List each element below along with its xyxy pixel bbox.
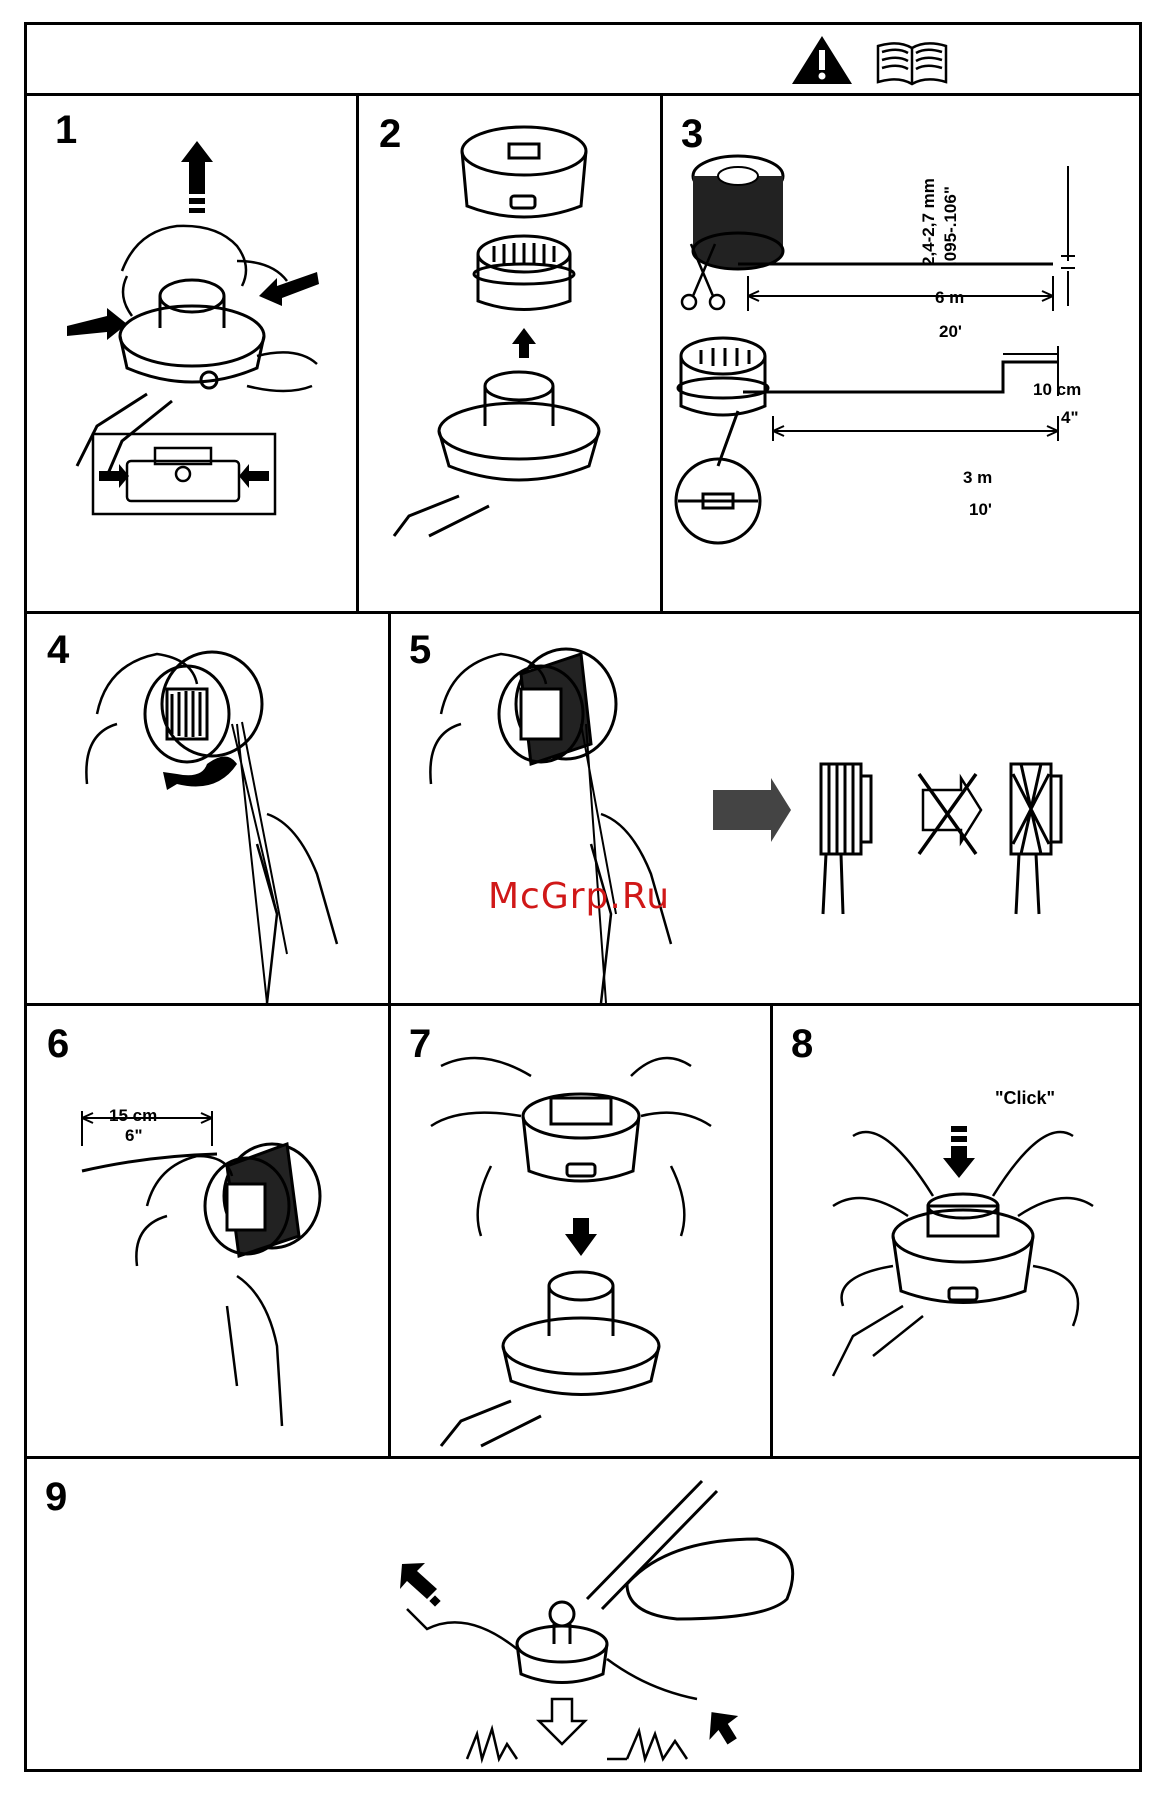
thickness-mm-label: 2,4-2,7 mm — [919, 178, 939, 266]
step-1-panel: 1 — [27, 96, 356, 611]
header-icons — [790, 32, 960, 88]
step-5-panel: 5 — [391, 614, 1139, 1003]
step-9-panel: 9 — [27, 1459, 1139, 1769]
offset-in-label: 4" — [1061, 408, 1079, 428]
half-ft-label: 10' — [969, 500, 992, 520]
cm-label: 15 cm — [109, 1106, 157, 1126]
dimension-6m — [748, 276, 1053, 311]
base — [394, 372, 599, 536]
right-arrow-icon — [713, 778, 791, 842]
step-7-panel: 7 — [391, 1006, 770, 1456]
head-assembled — [523, 1094, 639, 1181]
step-2-panel: 2 — [359, 96, 660, 611]
up-arrow-icon — [181, 141, 213, 213]
spool-wound — [499, 649, 616, 764]
manual-book-icon — [878, 43, 946, 84]
detail-circle — [676, 411, 760, 543]
step-1-illustration — [27, 96, 356, 611]
hands — [431, 1058, 711, 1126]
step-5-illustration — [391, 614, 1139, 1003]
step-4-panel: 4 — [27, 614, 388, 1003]
base — [441, 1272, 659, 1446]
in-label: 6" — [125, 1126, 143, 1146]
cover — [462, 127, 586, 217]
line-spool — [693, 156, 783, 269]
spool-small — [678, 338, 768, 415]
step-9-illustration — [27, 1459, 1139, 1769]
rotate-arrow-icon — [163, 757, 237, 791]
trimmer-head — [77, 280, 264, 476]
half-m-label: 3 m — [963, 468, 992, 488]
step-3-panel: 3 — [663, 96, 1139, 611]
length-m-label: 6 m — [935, 288, 964, 308]
trimmer-line — [581, 724, 616, 1003]
down-arrow-icon — [565, 1218, 597, 1256]
watermark: McGrp.Ru — [488, 876, 670, 917]
warning-icon — [792, 36, 852, 84]
offset-cm-label: 10 cm — [1033, 380, 1081, 400]
step-6-illustration — [27, 1006, 388, 1456]
step-8-panel: 8 "Click" — [773, 1006, 1139, 1456]
spool-incorrect — [1011, 764, 1061, 914]
length-ft-label: 20' — [939, 322, 962, 342]
dimension-thickness — [1061, 166, 1075, 306]
wrong-arrow-icon — [919, 774, 981, 854]
trimmer-head — [517, 1602, 607, 1683]
up-arrow-icon — [512, 328, 536, 358]
hands — [86, 654, 337, 1003]
down-arrow-icon — [539, 1699, 585, 1744]
spool — [474, 236, 574, 310]
step-8-illustration — [773, 1006, 1139, 1456]
down-arrow-icon — [943, 1126, 975, 1178]
step-7-illustration — [391, 1006, 770, 1456]
spool-correct — [821, 764, 871, 914]
head-assembled — [893, 1194, 1033, 1303]
trimmer-line — [743, 362, 1058, 392]
step-6-panel: 6 15 cm 6" — [27, 1006, 388, 1456]
step-2-illustration — [359, 96, 660, 611]
trimmer-line — [842, 1266, 1078, 1326]
grass — [467, 1729, 687, 1759]
step-3-illustration — [663, 96, 1139, 611]
trimmer-line — [232, 722, 287, 1003]
thickness-in-label: .095-.106" — [941, 186, 961, 266]
trimmer-shaft — [587, 1481, 793, 1619]
spool — [145, 652, 262, 762]
dimension-3m — [773, 416, 1058, 441]
step-4-illustration — [27, 614, 388, 1003]
